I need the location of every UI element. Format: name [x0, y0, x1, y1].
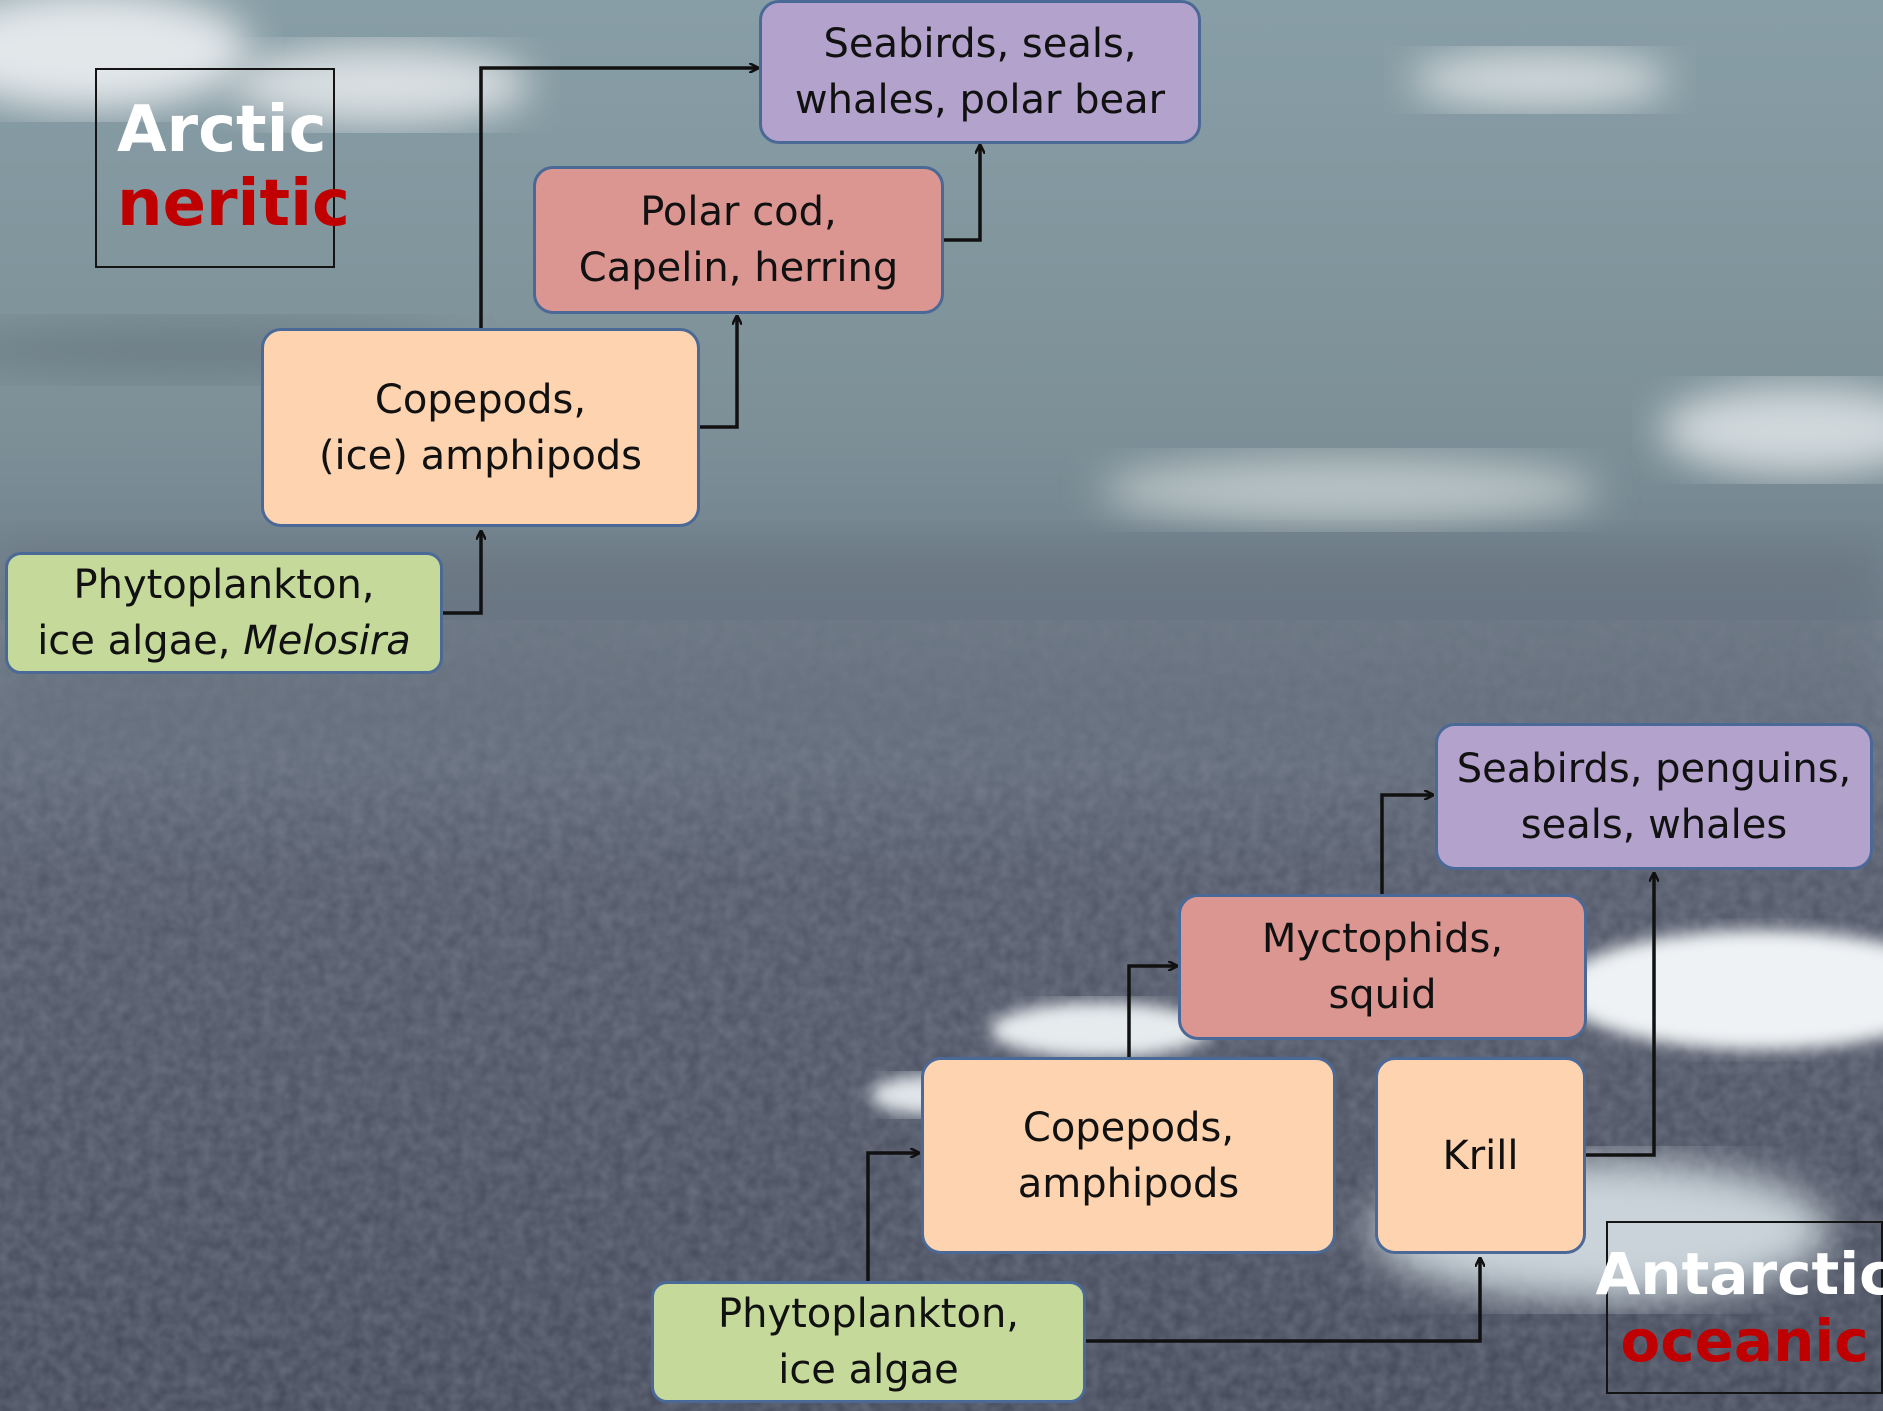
- arctic-fish-line2: Capelin, herring: [579, 240, 898, 296]
- antarctic-top-line2: seals, whales: [1521, 797, 1787, 853]
- antarctic-producers-line1: Phytoplankton,: [718, 1286, 1019, 1342]
- arctic-fish-box: Polar cod, Capelin, herring: [533, 166, 944, 314]
- antarctic-label-text: Antarctic: [1596, 1241, 1883, 1308]
- neritic-label-text: neritic: [117, 168, 333, 242]
- arctic-grazers-line1: Copepods,: [375, 372, 586, 428]
- antarctic-oceanic-label: Antarctic oceanic: [1606, 1221, 1883, 1394]
- antarctic-grazers-line1: Copepods,: [1023, 1100, 1234, 1156]
- arctic-label-text: Arctic: [117, 94, 333, 168]
- antarctic-producers-box: Phytoplankton, ice algae: [651, 1281, 1086, 1403]
- arctic-grazers-line2: (ice) amphipods: [319, 428, 642, 484]
- arctic-producers-line2-prefix: ice algae,: [37, 618, 243, 664]
- antarctic-fish-line2: squid: [1328, 967, 1436, 1023]
- arctic-top-line2: whales, polar bear: [795, 72, 1165, 128]
- arctic-top-predators-box: Seabirds, seals, whales, polar bear: [759, 0, 1201, 144]
- arctic-neritic-label: Arctic neritic: [95, 68, 335, 268]
- antarctic-producers-line2: ice algae: [778, 1342, 959, 1398]
- arctic-fish-line1: Polar cod,: [640, 184, 837, 240]
- arctic-top-line1: Seabirds, seals,: [823, 16, 1136, 72]
- antarctic-top-predators-box: Seabirds, penguins, seals, whales: [1435, 723, 1873, 870]
- melosira-italic-text: Melosira: [243, 618, 411, 664]
- arctic-producers-line2: ice algae, Melosira: [37, 613, 411, 669]
- antarctic-fish-box: Myctophids, squid: [1178, 894, 1587, 1040]
- antarctic-krill-box: Krill: [1375, 1057, 1586, 1254]
- antarctic-grazers-line2: amphipods: [1018, 1156, 1239, 1212]
- arctic-grazers-box: Copepods, (ice) amphipods: [261, 328, 700, 527]
- antarctic-top-line1: Seabirds, penguins,: [1457, 741, 1852, 797]
- antarctic-krill-line1: Krill: [1442, 1128, 1518, 1184]
- arctic-producers-line1: Phytoplankton,: [73, 557, 374, 613]
- antarctic-fish-line1: Myctophids,: [1262, 911, 1503, 967]
- oceanic-label-text: oceanic: [1620, 1308, 1868, 1375]
- antarctic-grazers-box: Copepods, amphipods: [921, 1057, 1336, 1254]
- arctic-producers-box: Phytoplankton, ice algae, Melosira: [5, 552, 443, 674]
